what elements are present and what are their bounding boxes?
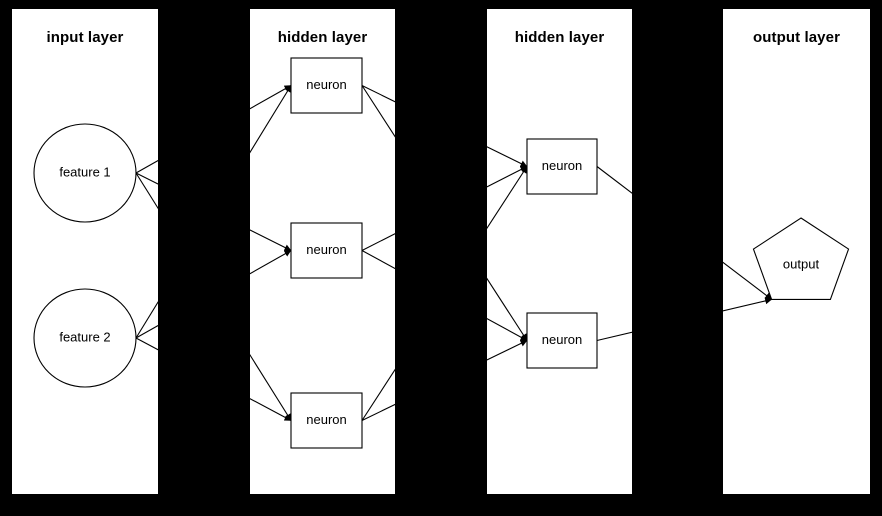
node-feature-2[interactable]: feature 2	[33, 288, 137, 388]
node-label-feature-1: feature 1	[59, 164, 110, 179]
panel-title-hidden-layer-1: hidden layer	[277, 29, 368, 46]
node-h1-neuron-1[interactable]: neuron	[290, 57, 363, 114]
node-label-h1-neuron-1: neuron	[306, 77, 346, 92]
node-h2-neuron-1[interactable]: neuron	[526, 138, 598, 195]
node-label-h1-neuron-2: neuron	[306, 242, 346, 257]
node-label-feature-2: feature 2	[59, 329, 110, 344]
node-h2-neuron-2[interactable]: neuron	[526, 312, 598, 369]
panel-title-hidden-layer-2: hidden layer	[514, 29, 605, 46]
node-h1-neuron-2[interactable]: neuron	[290, 222, 363, 279]
node-label-h1-neuron-3: neuron	[306, 412, 346, 427]
node-label-output-node: output	[783, 256, 820, 271]
panel-title-output-layer: output layer	[752, 29, 841, 46]
node-feature-1[interactable]: feature 1	[33, 123, 137, 223]
panel-input-layer: input layer	[12, 9, 158, 494]
node-h1-neuron-3[interactable]: neuron	[290, 392, 363, 449]
node-label-h2-neuron-1: neuron	[542, 158, 582, 173]
node-output-node[interactable]: output	[752, 217, 850, 300]
panel-title-input-layer: input layer	[46, 29, 124, 46]
node-label-h2-neuron-2: neuron	[542, 332, 582, 347]
